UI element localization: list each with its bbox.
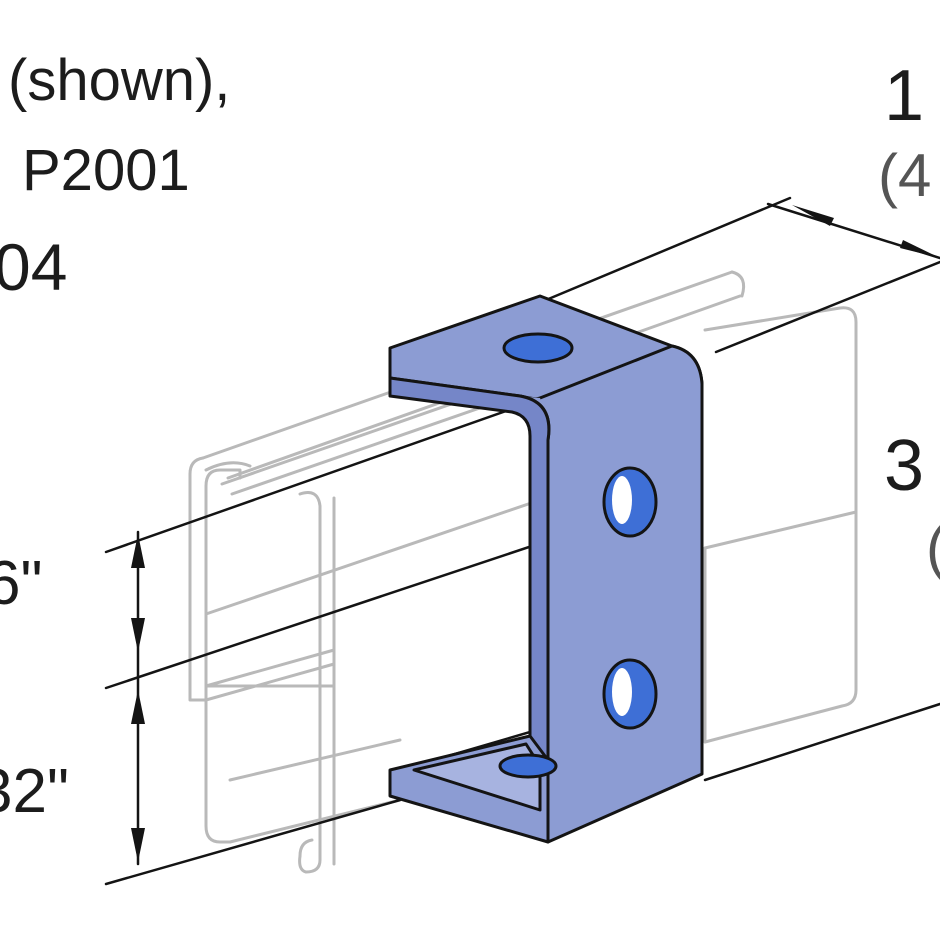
lower-channel-end-profile (204, 698, 232, 844)
labels: (shown), P2001 04 1 (4 3 ( 6" 32" (0, 48, 940, 826)
top-dimension-value: 1 (884, 56, 924, 136)
top-dimension-metric: (4 (878, 142, 931, 209)
hole-web-lower-shine (612, 668, 632, 716)
side-dimension-metric: ( (926, 514, 940, 581)
dimension-arrows (131, 205, 940, 862)
bracket-holes (498, 332, 658, 779)
upper-channel-middle-edge (703, 510, 858, 550)
upper-channel-slot-line-2 (230, 392, 522, 496)
lower-channel-inner-profile (298, 491, 322, 874)
lower-channel-web-1 (204, 648, 336, 688)
arrow-top-left (792, 205, 834, 226)
lower-channel-far-face (703, 510, 858, 744)
left-dimension-upper-value: 6" (0, 549, 43, 618)
left-extension-bottom (104, 798, 402, 886)
variant-label-line-2: P2001 (22, 138, 190, 203)
left-dimension-lower-value: 32" (0, 757, 69, 826)
lower-channel-slot-line (228, 738, 402, 782)
hole-bottom-icon (498, 753, 558, 779)
hole-top-icon (502, 332, 574, 364)
arrow-left-up-1 (131, 534, 145, 568)
variant-label-line-1: (shown), (8, 48, 230, 113)
arrow-left-up-2 (131, 690, 145, 724)
arrow-left-down-1 (131, 618, 145, 652)
left-extension-top (104, 390, 562, 554)
upper-channel-lip (204, 461, 252, 472)
arrow-top-right (900, 240, 940, 258)
u-bracket (388, 294, 704, 844)
strut-channel (188, 270, 858, 874)
lower-channel-web-2 (204, 662, 336, 702)
upper-channel-end-profile (188, 456, 242, 702)
dimension-lines (104, 196, 940, 886)
upper-channel-mid-left (204, 498, 542, 616)
upper-channel-far-face (703, 306, 858, 514)
top-extension-line-left (544, 196, 792, 302)
top-extension-line-right (714, 260, 940, 354)
right-extension-bottom (703, 702, 940, 782)
variant-label-line-3: 04 (0, 230, 67, 304)
bracket-web-side (388, 376, 551, 762)
lower-channel-bottom-lip (298, 838, 314, 858)
side-dimension-value: 3 (884, 426, 924, 506)
hole-web-upper-shine (612, 476, 632, 524)
upper-channel-far-lip (730, 270, 746, 298)
arrow-left-down-2 (131, 828, 145, 862)
